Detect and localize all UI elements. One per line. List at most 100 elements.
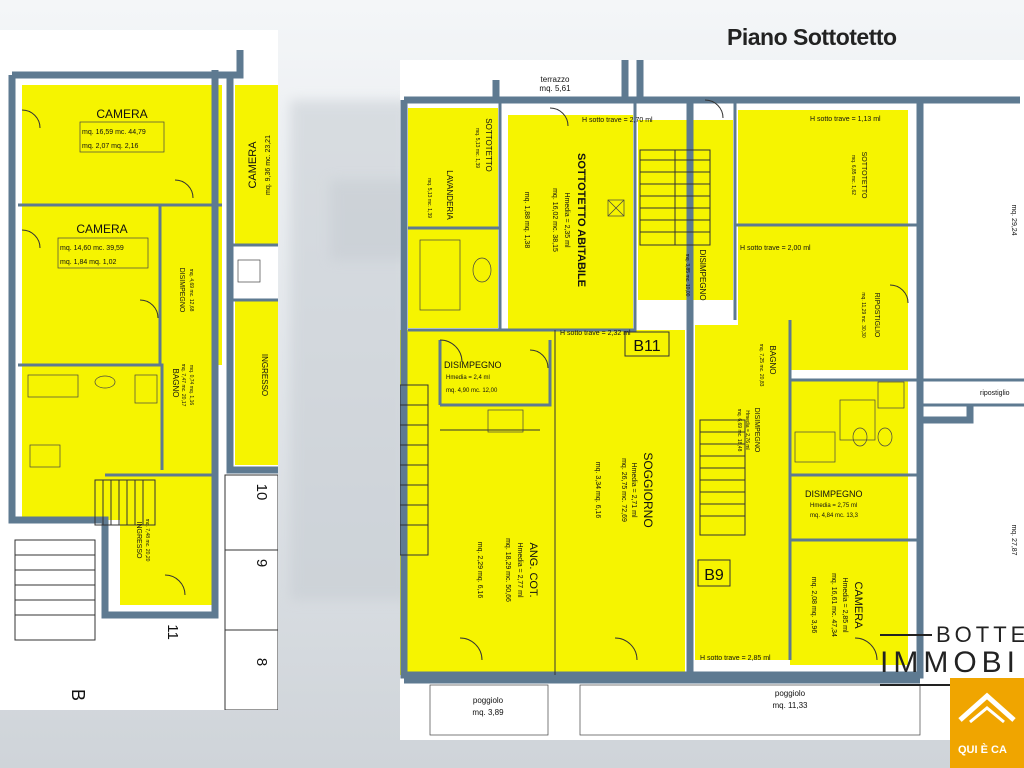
room-area: mq. 2,08 mq. 3,96 [810, 577, 817, 634]
room-name: SOTTOTETTO ABITABILE [575, 153, 587, 287]
bathtub [27, 374, 79, 398]
label-box [57, 237, 149, 269]
fixture [839, 399, 876, 441]
staircase [400, 384, 429, 556]
room-name: DISIMPEGNO [444, 360, 502, 370]
door-swing [529, 349, 549, 369]
room-area: mq. 5,13 mc. 1,39 [474, 128, 480, 168]
room-name: INGRESSO [135, 522, 142, 560]
wall [916, 405, 974, 424]
room-name: CAMERA [76, 222, 127, 236]
room-name: BAGNO [768, 346, 777, 375]
room-fill [738, 110, 908, 225]
shower [134, 374, 158, 404]
fixture [794, 431, 836, 463]
agency-logo: BOTTE IMMOBI QUI È CA [876, 614, 1024, 768]
fixture [237, 259, 261, 283]
balcony-area: mq. 11,33 [773, 701, 809, 710]
room-name: DISIMPEGNO [753, 408, 760, 453]
staircase [14, 539, 96, 641]
terrace-area: mq. 5,61 [539, 84, 571, 93]
wall [408, 100, 637, 332]
page-title: Piano Sottotetto [727, 24, 897, 50]
unit-number: B [68, 689, 88, 701]
room-name: INGRESSO [260, 354, 269, 396]
room-area: mq. 7,25 mc. 20,83 [758, 344, 764, 387]
unit-tag: B11 [633, 338, 660, 355]
room-area: mq. 16,59 mc. 44,79 [82, 129, 146, 136]
wall [8, 70, 219, 619]
fixture [29, 444, 61, 468]
balcony [579, 684, 921, 736]
fixture [419, 239, 461, 311]
toilet [852, 427, 868, 447]
wall [230, 243, 278, 302]
logo-top-text: BOTTE [936, 622, 1024, 647]
room-fill [235, 300, 278, 465]
height-note: H sotto trave = 2,70 ml [582, 117, 653, 124]
room-area: Hmedia = 2,76 ml [744, 410, 750, 449]
wall [492, 60, 644, 100]
wall [18, 363, 164, 470]
room-name: DISIMPEGNO [805, 489, 863, 499]
room-area: mq. 4,90 mc. 12,00 [446, 388, 498, 394]
door-swing [21, 229, 41, 249]
room-name: SOTTOTETTO [860, 152, 867, 199]
balcony [429, 684, 549, 736]
room-area: Hmedia = 2,4 ml [446, 375, 490, 381]
room-area: mq. 3,85 mc. 10,00 [684, 254, 690, 297]
left-floor-plan: CAMERA mq. 16,59 mc. 44,79 mq. 2,07 mq. … [0, 30, 278, 710]
room-area: mq. 4,69 mc. 12,68 [188, 269, 194, 312]
room-area: mq. 16,61 mc. 47,34 [830, 573, 837, 637]
room-area: mq. 6,69 mc. 18,48 [736, 409, 742, 452]
balcony-area: mq. 3,89 [472, 708, 504, 717]
terrace-label: terrazzo [541, 75, 570, 84]
room-area: mq. 16,02 mc. 38,15 [551, 188, 558, 252]
height-note: H sotto trave = 2,32 ml [560, 330, 631, 337]
logo-main-text: IMMOBI [880, 646, 1020, 679]
unit-tag-box [697, 559, 731, 587]
right-plan-drawing: terrazzo mq. 5,61 SOTTOTETTO mq. 5,13 mc… [400, 60, 1024, 736]
room-name: SOTTOTETTO [484, 118, 493, 171]
door-swing [614, 637, 638, 661]
door-swing [459, 637, 483, 661]
room-fill [790, 380, 908, 665]
door-swing [164, 574, 186, 596]
fixture [607, 199, 625, 217]
room-area: mq. 1,84 mq. 1,02 [60, 259, 117, 266]
room-name: SOGGIORNO [641, 452, 655, 527]
left-plan-drawing: CAMERA mq. 16,59 mc. 44,79 mq. 2,07 mq. … [8, 50, 278, 710]
room-area: Hmedia = 2,71 ml [630, 462, 637, 517]
room-fill [162, 365, 212, 465]
room-area: mq. 2,07 mq. 2,16 [82, 143, 139, 150]
room-name: DISIMPEGNO [698, 249, 707, 300]
room-area: mq. 2,29 mq. 6,16 [476, 542, 483, 599]
logo-badge: QUI È CA [950, 678, 1024, 768]
room-area: Hmedia = 2,75 ml [810, 503, 857, 509]
room-area: Hmedia = 2,77 ml [516, 542, 523, 597]
door-swing [174, 179, 194, 199]
room-area: mq. 0,74 mq. 1,16 [188, 365, 194, 406]
height-note: H sotto trave = 2,85 ml [700, 655, 771, 662]
room-area: mq. 14,60 mc. 39,59 [60, 245, 124, 252]
room-area: mq. 11,29 mc. 30,30 [860, 292, 866, 337]
room-fill [22, 85, 222, 205]
room-fill [508, 115, 633, 330]
fixture [877, 381, 905, 409]
room-fill [22, 205, 162, 365]
house-icon [958, 692, 1016, 724]
room-fill [120, 465, 212, 605]
side-area: mq. 27,87 [1010, 524, 1017, 555]
door-swing [21, 109, 41, 129]
balcony-label: poggiolo [473, 696, 504, 705]
fixture [607, 199, 625, 217]
logo-badge-text: QUI È CA [958, 744, 1007, 756]
side-label: ripostiglio [980, 390, 1010, 397]
sink [877, 427, 893, 447]
side-area: mq. 29,24 [1010, 204, 1017, 235]
unit-number: 8 [253, 658, 270, 666]
wall [788, 320, 920, 660]
wall [733, 100, 920, 320]
sink [94, 375, 116, 389]
room-area: mq. 6,85 mc. 1,62 [850, 155, 856, 195]
